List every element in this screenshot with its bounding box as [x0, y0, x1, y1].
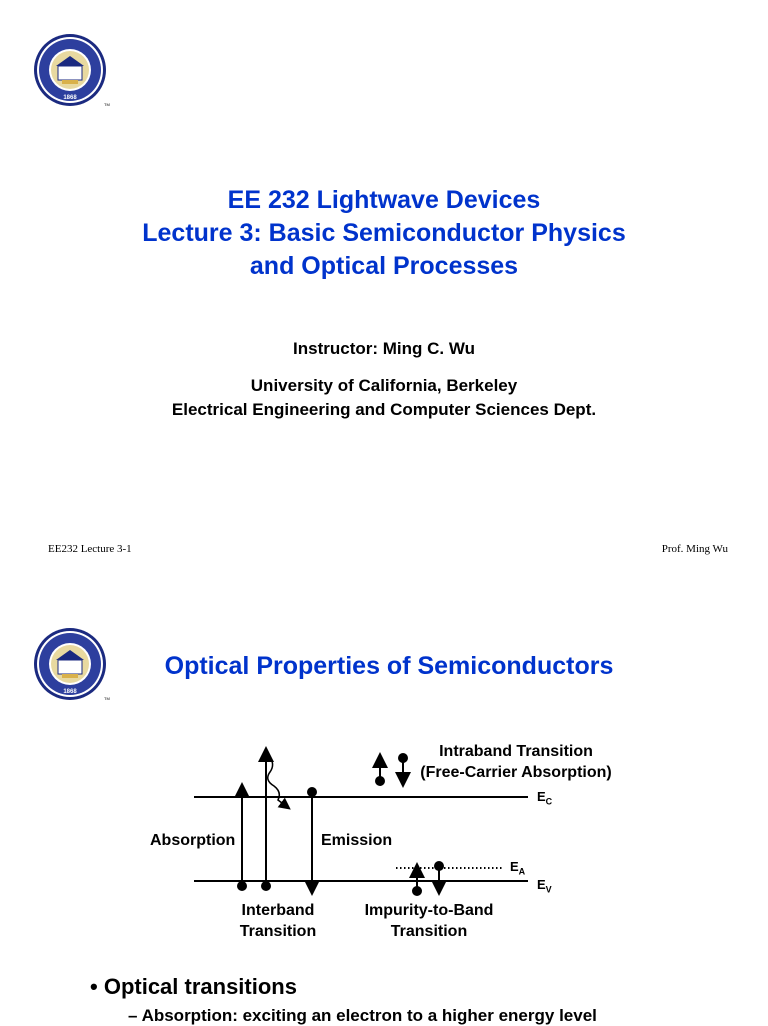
bullet-text: Optical transitions	[103, 974, 297, 999]
sub-bullet-absorption: – Absorption: exciting an electron to a …	[128, 1006, 597, 1026]
ea-label: EA	[510, 859, 525, 877]
intraband-label-line-1: Intraband Transition	[439, 743, 593, 760]
ev-label-sub: V	[545, 884, 552, 895]
ea-label-sub: A	[518, 866, 526, 877]
svg-text:1868: 1868	[63, 95, 77, 101]
footer-professor: Prof. Ming Wu	[661, 543, 728, 555]
sub-bullet-dash: –	[128, 1006, 138, 1025]
absorption-label: Absorption	[150, 832, 236, 849]
bullet-dot: •	[90, 974, 98, 999]
ec-label: EC	[537, 789, 552, 807]
ec-label-main: E	[537, 789, 546, 804]
title-line-3: and Optical Processes	[249, 252, 519, 280]
relaxation-wavy-arrow	[267, 753, 291, 810]
ec-label-sub: C	[545, 796, 553, 807]
bullet-optical-transitions: • Optical transitions	[90, 974, 297, 1000]
sub-bullet-text: Absorption: exciting an electron to a hi…	[141, 1006, 597, 1025]
interband-label-line-2: Transition	[239, 923, 317, 940]
absorption-electron	[237, 881, 247, 891]
department-name: Electrical Engineering and Computer Scie…	[171, 400, 597, 419]
lecture-title: EE 232 Lightwave Devices Lecture 3: Basi…	[0, 184, 768, 283]
svg-text:TM: TM	[104, 696, 110, 701]
impurity-label: Impurity-to-Band Transition	[349, 900, 509, 942]
intraband-label: Intraband Transition (Free-Carrier Absor…	[406, 741, 626, 783]
title-line-1: EE 232 Lightwave Devices	[227, 186, 541, 214]
interband-label-line-1: Interband	[241, 902, 315, 919]
ev-label: EV	[537, 877, 552, 895]
footer-lecture-number: EE232 Lecture 3-1	[48, 543, 132, 555]
university-name: University of California, Berkeley	[250, 376, 518, 395]
intraband-label-line-2: (Free-Carrier Absorption)	[420, 764, 612, 781]
title-line-2: Lecture 3: Basic Semiconductor Physics	[142, 219, 626, 247]
impurity-label-line-1: Impurity-to-Band	[364, 902, 494, 919]
instructor-name: Instructor: Ming C. Wu	[293, 339, 475, 358]
band-diagram	[194, 746, 528, 896]
interband-electron	[261, 881, 271, 891]
interband-label: Interband Transition	[218, 900, 338, 942]
emission-label: Emission	[321, 832, 393, 849]
svg-text:1868: 1868	[63, 689, 77, 695]
ea-label-main: E	[510, 859, 519, 874]
ev-label-main: E	[537, 877, 546, 892]
slide-title: Optical Properties of Semiconductors	[164, 652, 614, 680]
university-seal-logo-2: 1868 TM	[32, 626, 110, 704]
impurity-label-line-2: Transition	[390, 923, 468, 940]
svg-text:TM: TM	[104, 102, 110, 107]
university-seal-logo: 1868 TM	[32, 32, 110, 110]
